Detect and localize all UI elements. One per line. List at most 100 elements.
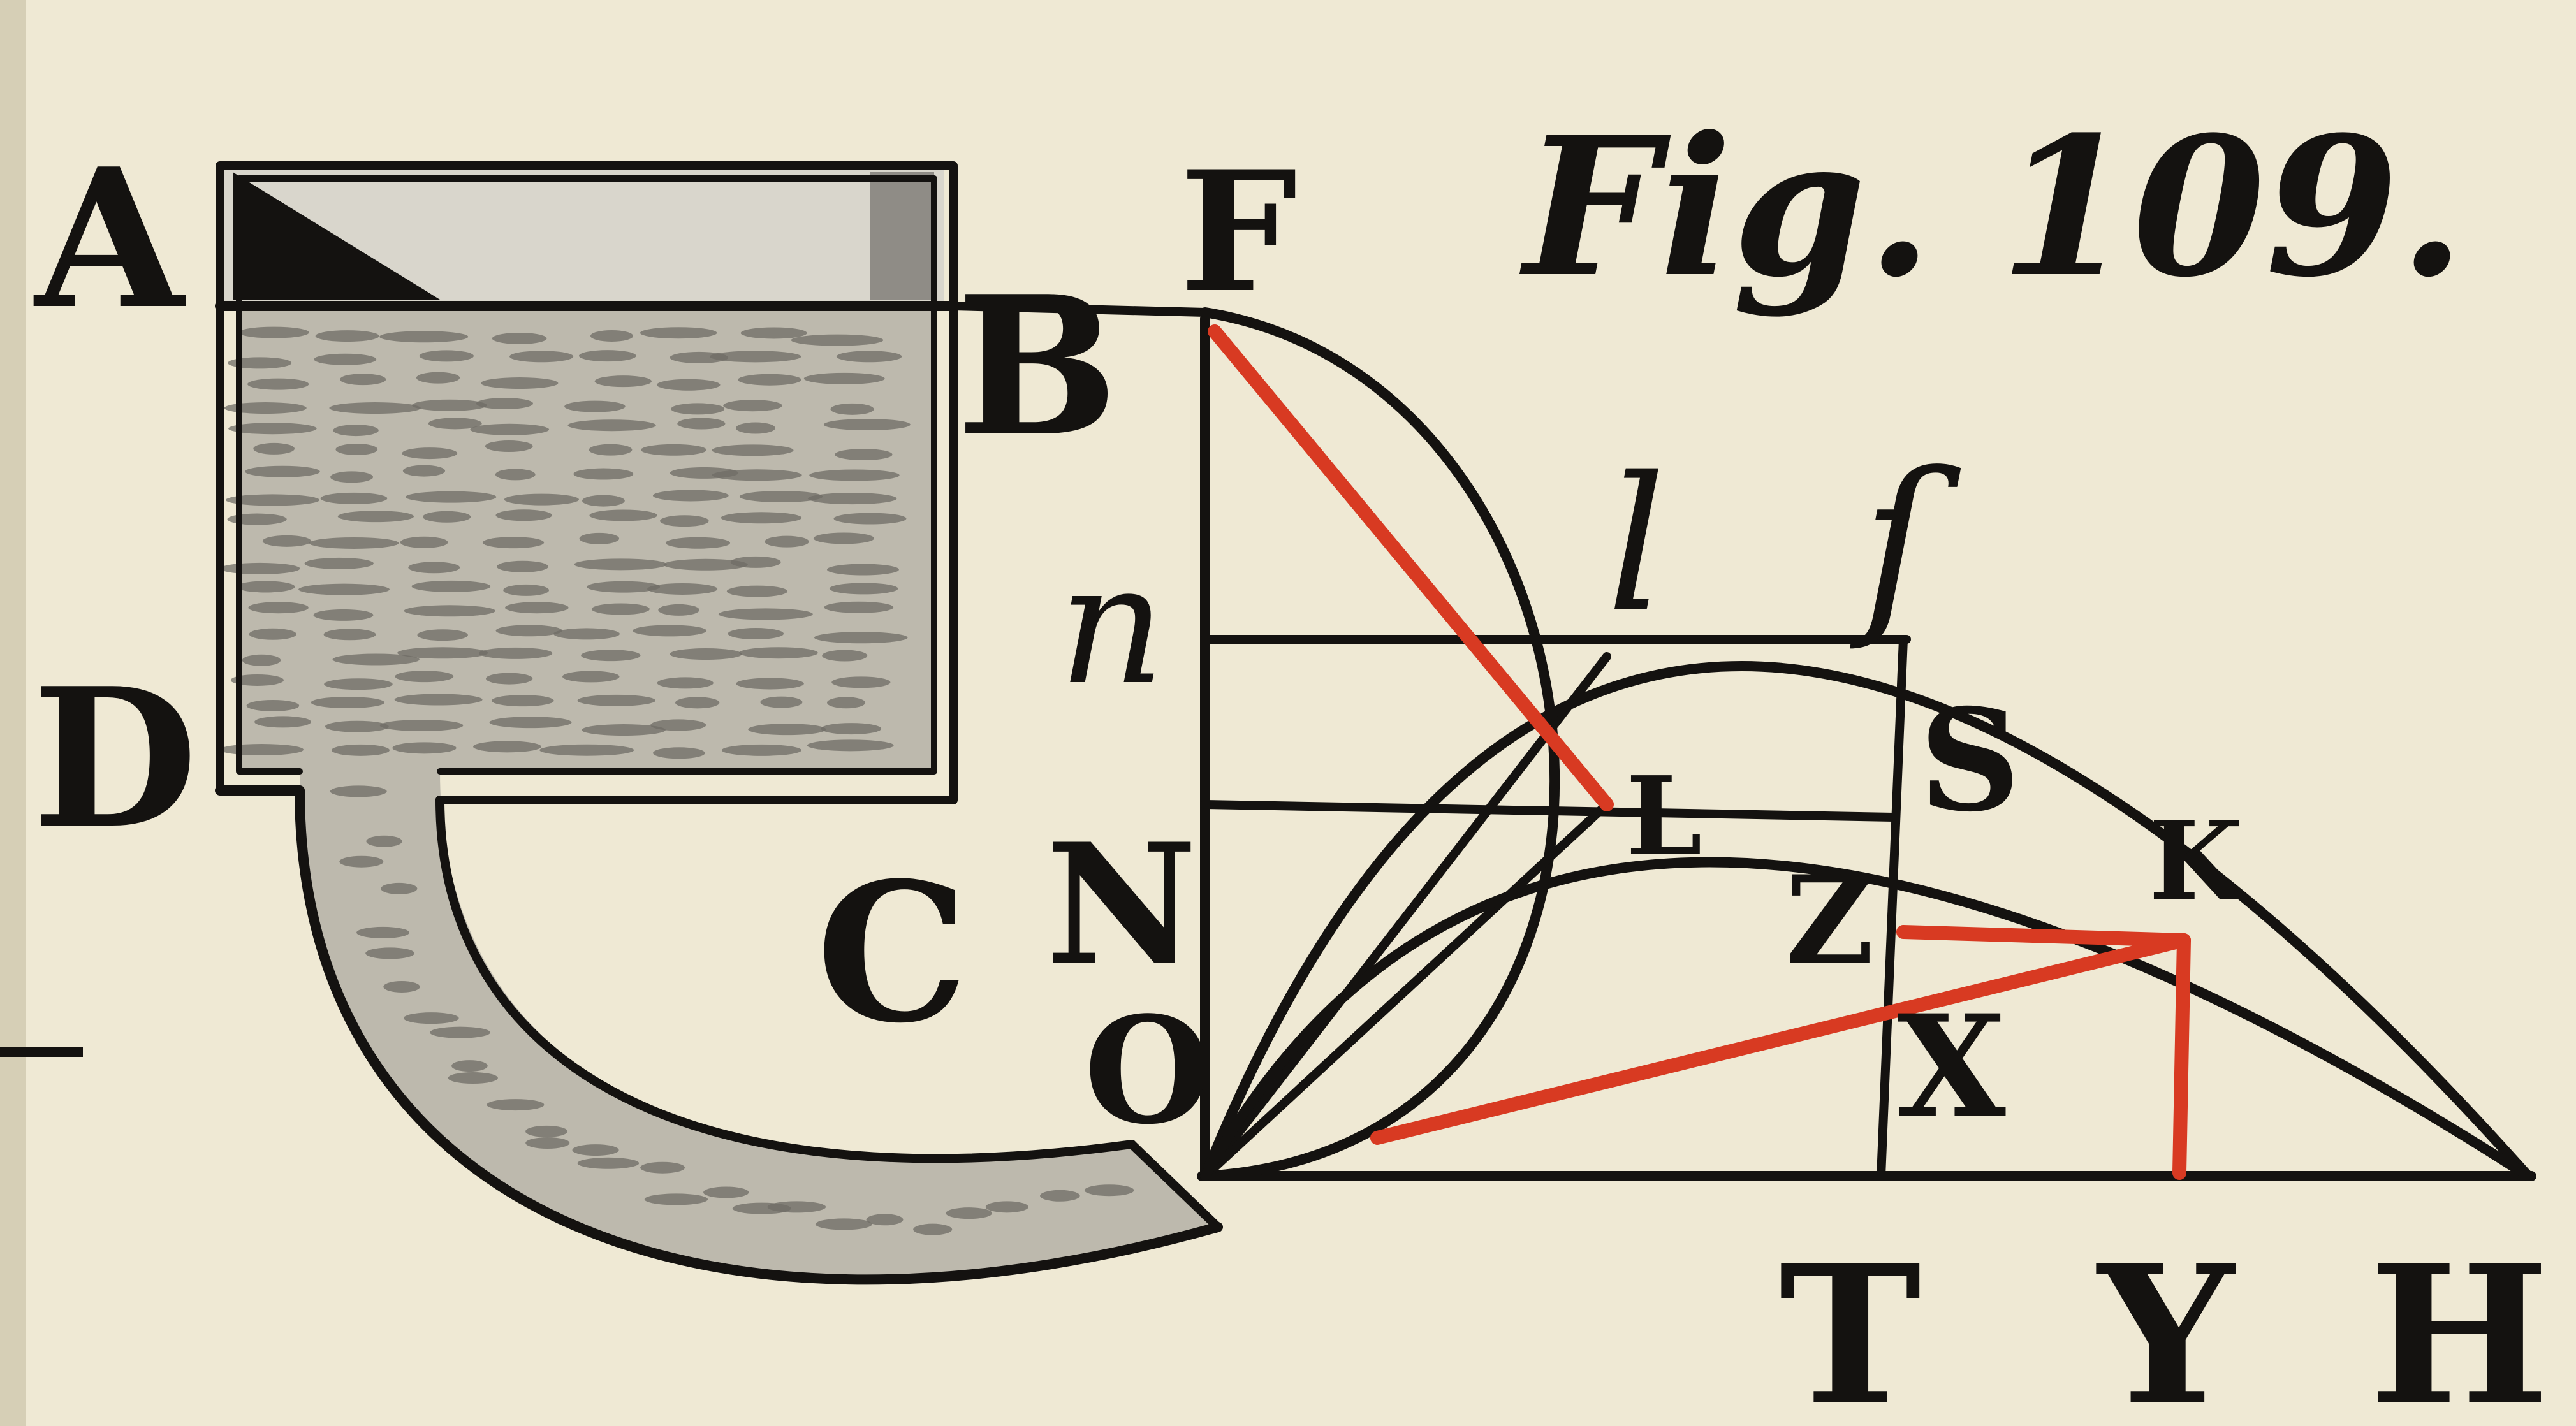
- water-ripple: [320, 492, 388, 504]
- water-ripple: [821, 723, 882, 735]
- water-ripple: [831, 676, 891, 688]
- water-ripple: [1084, 1184, 1134, 1197]
- water-ripple: [579, 532, 620, 544]
- water-ripple: [478, 647, 553, 659]
- water-ripple: [591, 603, 650, 615]
- water-ripple: [677, 418, 726, 430]
- label-S: S: [1919, 678, 2021, 843]
- water-ripple: [482, 537, 545, 549]
- water-ripple: [739, 647, 818, 659]
- water-ripple: [721, 744, 801, 756]
- water-ripple: [647, 583, 718, 595]
- water-ripple: [633, 625, 707, 637]
- water-ripple: [329, 402, 421, 414]
- water-ripple: [765, 535, 809, 548]
- water-ripple: [562, 671, 620, 683]
- water-ripple: [748, 724, 826, 736]
- water-ripple: [653, 747, 705, 759]
- water-ripple: [564, 400, 626, 412]
- water-ripple: [504, 493, 579, 506]
- chord-O-l: [1201, 652, 1611, 1181]
- water-ripple: [392, 742, 457, 754]
- page-edge: [0, 0, 26, 1426]
- label-l: l: [1607, 438, 1666, 653]
- water-ripple: [228, 357, 292, 369]
- water-ripple: [335, 443, 378, 455]
- water-ripple: [313, 609, 374, 621]
- water-ripple: [525, 1137, 570, 1149]
- water-ripple: [640, 327, 717, 339]
- vessel-shadow-wedge: [233, 172, 440, 300]
- water-ripple: [400, 536, 448, 548]
- water-ripple: [379, 720, 464, 732]
- water-ripple: [525, 1125, 568, 1137]
- water-ripple: [509, 351, 574, 363]
- water-ripple: [735, 422, 775, 434]
- label-Y: Y: [2095, 1223, 2238, 1426]
- label-Z: Z: [1785, 849, 1874, 991]
- outlet-mouth: [1127, 1140, 1222, 1232]
- water-ripple: [807, 739, 894, 752]
- outlet-pipe-inner-wall: [435, 796, 1136, 1163]
- water-ripple: [814, 632, 908, 644]
- water-ripple: [404, 1012, 459, 1024]
- water-ripple: [417, 629, 468, 641]
- water-ripple: [219, 562, 300, 574]
- vessel-inner-wall: [236, 175, 937, 775]
- water-ripple: [492, 332, 547, 344]
- water-ripple: [495, 469, 536, 481]
- water-ripple: [809, 469, 900, 481]
- label-T: T: [1779, 1223, 1921, 1426]
- water-ripple: [486, 673, 533, 685]
- water-ripple: [304, 557, 374, 569]
- parabola-small: [1200, 857, 2533, 1181]
- water-ripple: [402, 465, 446, 477]
- water-ripple: [228, 423, 317, 435]
- label-H: H: [2369, 1223, 2549, 1426]
- water-ripple: [670, 648, 742, 660]
- water-ripple: [728, 628, 784, 640]
- water-ripple: [830, 403, 874, 415]
- water-ripple: [309, 537, 399, 549]
- water-ripple: [829, 583, 898, 595]
- water-ripple: [224, 402, 307, 414]
- water-ripple: [675, 697, 720, 709]
- outlet-pipe-water: [300, 771, 1218, 1279]
- water-ripple: [665, 537, 731, 549]
- vessel-right-shade: [870, 172, 934, 300]
- figure-title: Fig. 109.: [1518, 94, 2466, 319]
- red-line-OK: [1370, 933, 2191, 1145]
- label-L: L: [1626, 753, 1702, 880]
- water-ripple: [365, 947, 415, 959]
- label-X: X: [1897, 984, 2006, 1149]
- water-ripple: [495, 509, 552, 521]
- outlet-pipe-outer-wall: [215, 785, 1223, 1285]
- water-ripple: [573, 468, 634, 480]
- water-ripple: [495, 625, 562, 637]
- water-ripple: [567, 419, 656, 432]
- chord-O-L: [1201, 800, 1611, 1181]
- parabola-large: [1200, 661, 2533, 1181]
- water-ripple: [582, 495, 625, 507]
- red-line-KY: [2172, 933, 2191, 1180]
- water-ripple: [248, 602, 309, 614]
- water-ripple: [712, 469, 802, 481]
- label-n: n: [1058, 529, 1165, 722]
- water-ripple: [641, 444, 707, 456]
- vessel: [215, 161, 1223, 1285]
- water-ripple: [249, 628, 296, 640]
- water-ripple: [324, 678, 393, 690]
- semicircle-FO: [1200, 307, 1560, 1181]
- water-ripple: [640, 1161, 685, 1174]
- water-ripple: [246, 699, 300, 711]
- water-ripple: [406, 491, 497, 503]
- water-ripple: [827, 697, 866, 709]
- water-ripple: [730, 556, 781, 568]
- water-ripple: [411, 580, 491, 592]
- water-ripple: [594, 375, 652, 388]
- water-ripple: [394, 694, 483, 706]
- water-ripple: [476, 398, 534, 410]
- water-ripple: [225, 494, 320, 506]
- water-ripple: [822, 650, 868, 662]
